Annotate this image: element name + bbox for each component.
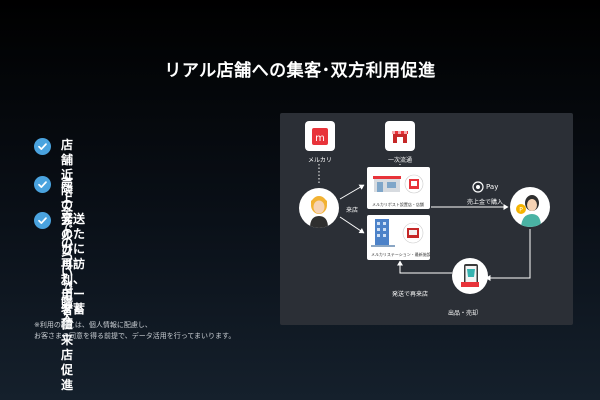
feature-text-line: メルカリ利用者に来店促進 <box>61 213 74 392</box>
feature-text-line: 発送のたびに再訪し、データ蓄積 <box>61 212 86 331</box>
user-avatar <box>299 188 339 228</box>
purchase-label: 売上金で購入 <box>467 199 504 206</box>
page-title: リアル店舗への集客･双方利用促進 <box>164 61 436 81</box>
store-label: 一次流通 <box>388 157 413 164</box>
visit-label: 来店 <box>346 207 359 214</box>
station-card: メルカリステーション・最新施設 <box>367 215 431 260</box>
flow-diagram: m メルカリ 一次流通 来店 メルカリ <box>280 113 573 325</box>
pay-label: Pay <box>486 183 499 191</box>
mercari-app-icon: m <box>305 121 335 151</box>
note-line: ※利用の際には、個人情報に配慮し、 <box>34 321 152 329</box>
listing-phone-icon <box>452 258 488 294</box>
svg-text:m: m <box>315 133 325 144</box>
post-store-label: メルカリポスト設置店・店舗 <box>372 202 424 207</box>
pay-icon <box>472 181 484 193</box>
check-icon <box>34 138 51 155</box>
store-icon <box>385 121 415 151</box>
feature-item: 売上金でのついで購入 <box>34 176 73 326</box>
post-store-card: メルカリポスト設置店・店舗 <box>367 167 430 209</box>
privacy-note: ※利用の際には、個人情報に配慮し、 お客さまの同意を得る前提で、データ活用を行っ… <box>34 320 235 342</box>
feature-text-line: 売上金でのついで購入 <box>61 176 74 325</box>
flow-arrows <box>318 164 531 281</box>
pay-logo: Pay <box>472 181 498 193</box>
station-label: メルカリステーション・最新施設 <box>371 252 431 257</box>
shopper-avatar: P <box>510 187 550 227</box>
mercari-label: メルカリ <box>308 157 332 164</box>
feature-item: 店舗近隣の メルカリ利用者に来店促進 <box>34 138 73 393</box>
feature-item: 発送のたびに再訪し、データ蓄積 <box>34 212 85 332</box>
revisit-label: 発送で再来店 <box>392 291 429 298</box>
check-icon <box>34 212 51 229</box>
check-icon <box>34 176 51 193</box>
listing-label: 出品・売却 <box>448 310 479 317</box>
note-line: お客さまの同意を得る前提で、データ活用を行ってまいります。 <box>34 332 236 340</box>
feature-text-line: 店舗近隣の <box>61 138 74 212</box>
svg-text:P: P <box>519 207 523 214</box>
